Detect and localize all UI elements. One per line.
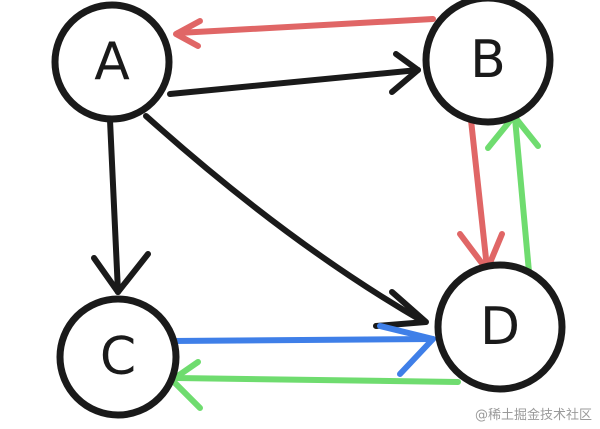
node-label: A <box>94 32 130 92</box>
arrowhead-icon <box>377 323 436 377</box>
arrowhead-icon <box>91 251 151 295</box>
edge-line <box>512 115 532 275</box>
node-circle <box>422 0 554 126</box>
edges-layer <box>91 16 541 411</box>
edge-a-to-b <box>167 51 421 97</box>
edge-line <box>169 336 436 344</box>
node-circle <box>51 1 173 123</box>
node-label: D <box>480 297 520 357</box>
node-label: B <box>470 30 506 90</box>
edge-line <box>107 117 121 295</box>
arrowhead-icon <box>389 51 421 95</box>
node-d: D <box>434 261 566 393</box>
edge-c-to-d <box>169 323 436 377</box>
edge-line <box>143 113 427 325</box>
arrowhead-icon <box>173 18 203 49</box>
edge-line <box>468 117 490 271</box>
node-circle <box>56 295 180 419</box>
node-label: C <box>100 327 136 387</box>
edge-a-to-c <box>91 117 151 295</box>
edge-d-to-c <box>169 359 461 411</box>
watermark: @稀土掘金技术社区 <box>474 408 592 423</box>
edge-line <box>167 67 421 97</box>
nodes-layer: A B C D <box>51 0 566 419</box>
edge-a-to-d <box>143 113 429 329</box>
node-a: A <box>51 1 173 123</box>
arrowhead-icon <box>373 289 429 329</box>
edge-line <box>173 375 461 385</box>
edge-b-to-a <box>173 16 436 49</box>
node-circle <box>434 261 566 393</box>
node-c: C <box>56 295 180 419</box>
node-b: B <box>422 0 554 126</box>
edge-line <box>175 16 436 36</box>
